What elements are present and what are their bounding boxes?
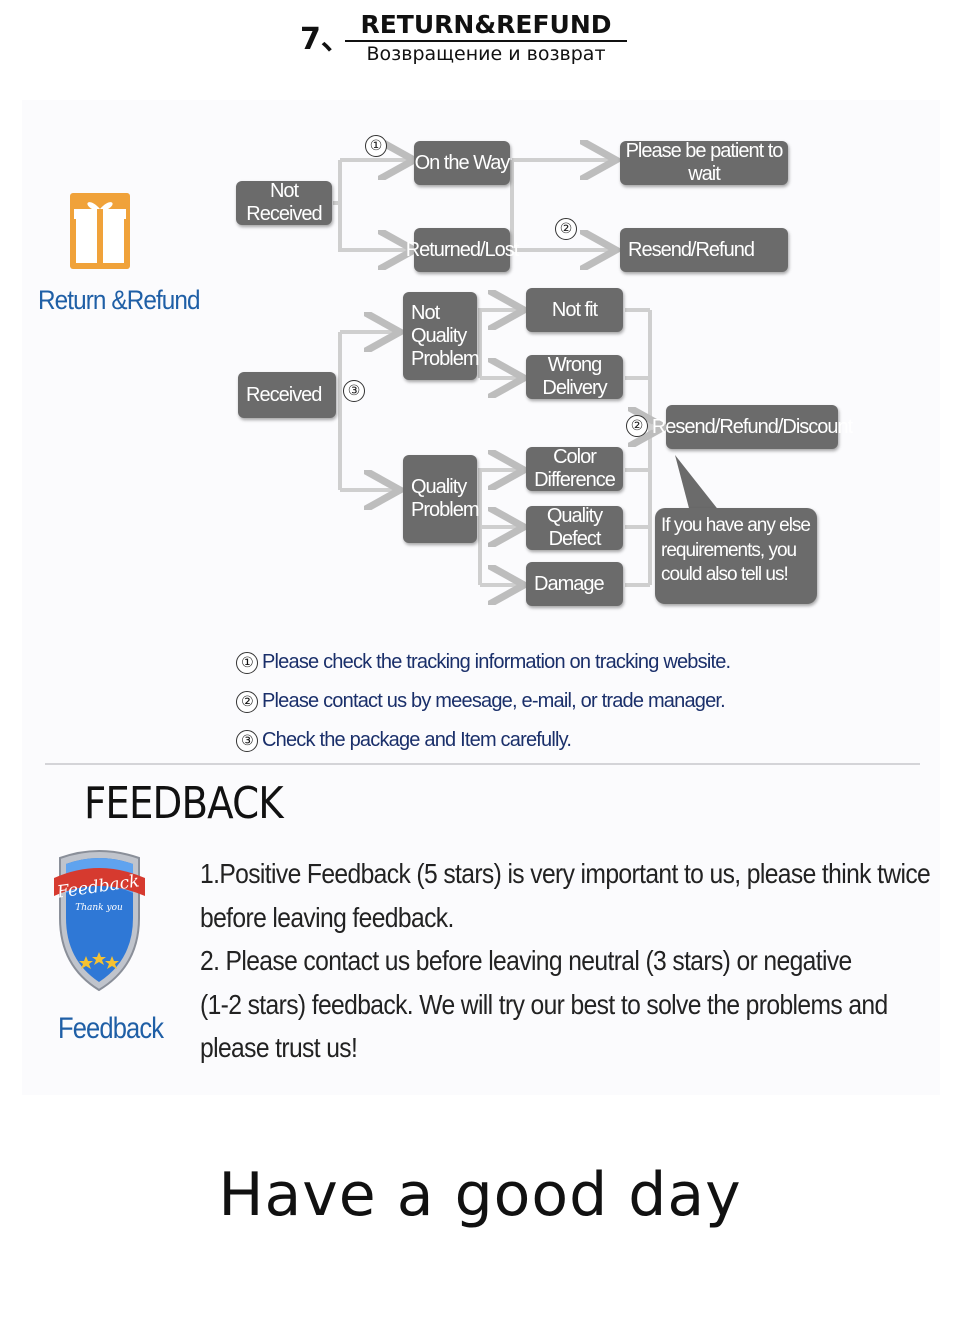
node-resend-refund-discount: Resend/Refund/Discount xyxy=(652,405,853,449)
note-text: Please check the tracking information on… xyxy=(262,651,731,673)
badge-text-script: Thank you xyxy=(75,903,123,913)
note-text: Please contact us by meesage, e-mail, or… xyxy=(262,690,726,712)
feedback-label: Feedback xyxy=(58,1012,164,1045)
notes-list: ① Please check the tracking information … xyxy=(236,643,731,760)
feedback-line: before leaving feedback. xyxy=(200,901,454,933)
step-marker-1: ① xyxy=(365,135,387,157)
node-color-difference: Color Difference xyxy=(526,446,623,491)
closing-message: Have a good day xyxy=(218,1160,742,1230)
step-marker-2b: ② xyxy=(626,415,648,437)
node-please-wait: Please be patient to wait xyxy=(620,140,788,185)
section-divider xyxy=(45,763,920,765)
note-marker: ① xyxy=(236,651,258,674)
feedback-line: 2. Please contact us before leaving neut… xyxy=(200,945,852,976)
feedback-line: 1.Positive Feedback (5 stars) is very im… xyxy=(200,858,931,889)
node-wrong-delivery: Wrong Delivery xyxy=(526,354,623,399)
note-1: ① Please check the tracking information … xyxy=(236,643,731,682)
node-not-fit: Not fit xyxy=(526,288,623,332)
note-marker: ② xyxy=(236,690,258,713)
section-number: 7、 xyxy=(300,22,351,57)
node-not-quality-problem: Not Quality Problem xyxy=(403,292,479,380)
step-marker-2: ② xyxy=(555,218,577,240)
node-returned-lost: Returned/Lost xyxy=(406,228,519,272)
node-on-the-way: On the Way xyxy=(414,141,510,185)
feedback-line: please trust us! xyxy=(200,1032,358,1063)
note-3: ③ Check the package and Item carefully. xyxy=(236,721,730,760)
feedback-text: 1.Positive Feedback (5 stars) is very im… xyxy=(200,852,931,1070)
section-title: RETURN&REFUND xyxy=(345,10,627,42)
gift-box-icon xyxy=(70,193,130,269)
node-not-received: Not Received xyxy=(236,180,332,225)
node-resend-refund: Resend/Refund xyxy=(620,228,788,272)
tip-bubble: If you have any else requirements, you c… xyxy=(655,508,817,604)
return-refund-label: Return &Refund xyxy=(38,285,201,315)
step-marker-3: ③ xyxy=(343,380,365,402)
note-marker: ③ xyxy=(236,729,258,752)
node-quality-defect: Quality Defect xyxy=(526,505,623,550)
node-received: Received xyxy=(238,372,336,418)
feedback-badge-icon: Feedback Thank you xyxy=(54,850,145,992)
node-damage: Damage xyxy=(526,562,623,606)
note-text: Check the package and Item carefully. xyxy=(262,729,572,751)
feedback-heading: FEEDBACK xyxy=(84,778,284,829)
node-quality-problem: Quality Problem xyxy=(403,455,479,543)
section-subtitle: Возвращение и возврат xyxy=(366,43,606,65)
feedback-line: (1-2 stars) feedback. We will try our be… xyxy=(200,988,888,1020)
note-2: ② Please contact us by meesage, e-mail, … xyxy=(236,682,730,721)
